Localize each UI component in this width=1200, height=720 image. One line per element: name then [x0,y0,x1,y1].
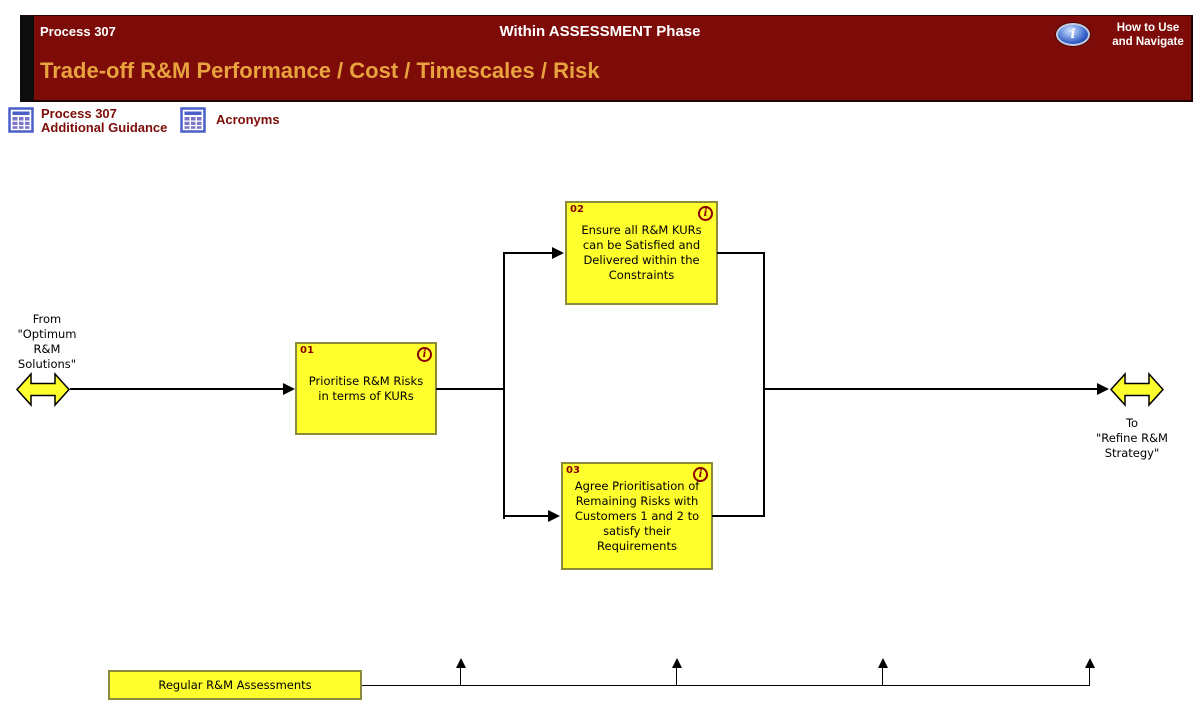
page-title: Trade-off R&M Performance / Cost / Times… [40,58,600,83]
process-box-03[interactable]: 03 i Agree Prioritisation of Remaining R… [561,462,713,570]
arrowhead-icon [283,383,295,395]
assessment-stub [1089,668,1090,685]
table-icon [8,107,34,133]
phase-label: Within ASSESSMENT Phase [499,23,701,40]
assessment-bar[interactable]: Regular R&M Assessments [108,670,362,700]
arrowhead-icon [548,510,560,522]
double-arrow-icon-start[interactable] [16,371,70,408]
connector-line [505,515,549,517]
connector-line [70,388,283,390]
box-text: Prioritise R&M Risks in terms of KURs [308,373,424,403]
acronyms-label: Acronyms [216,112,280,127]
assessment-stub [676,668,677,685]
connector-line [765,388,1098,390]
info-icon[interactable]: i [417,347,432,362]
box-text: Agree Prioritisation of Remaining Risks … [574,478,700,553]
connector-line [712,515,763,517]
box-text: Ensure all R&M KURs can be Satisfied and… [581,223,702,282]
start-label: From "Optimum R&M Solutions" [17,312,77,371]
assessment-stub [882,668,883,685]
arrowhead-up-icon [672,658,682,668]
header-bar [20,15,1193,102]
process-box-01[interactable]: 01 i Prioritise R&M Risks in terms of KU… [295,342,437,435]
help-label: How to Use and Navigate [1112,22,1184,48]
connector-line [505,252,552,254]
info-icon[interactable]: i [698,206,713,221]
box-number: 01 [300,345,314,356]
assessment-line [362,685,1090,686]
acronyms-link[interactable]: Acronyms [180,107,280,133]
additional-guidance-label: Process 307 Additional Guidance [41,106,168,135]
assessment-stub [460,668,461,685]
info-glyph: i [422,349,427,360]
info-icon[interactable]: i [1056,23,1090,46]
info-glyph: i [703,208,708,219]
arrowhead-icon [552,247,564,259]
connector-line [503,252,505,519]
box-number: 02 [570,204,584,215]
end-label: To "Refine R&M Strategy" [1096,416,1168,460]
additional-guidance-link[interactable]: Process 307 Additional Guidance [8,107,167,135]
connector-line [763,252,765,517]
arrowhead-up-icon [878,658,888,668]
assessment-label: Regular R&M Assessments [158,678,312,692]
connector-line [717,252,765,254]
info-glyph: i [698,469,703,480]
process-label: Process 307 [40,24,116,39]
info-icon[interactable]: i [693,467,708,482]
connector-line [436,388,504,390]
table-icon [180,107,206,133]
info-glyph: i [1070,27,1076,42]
arrowhead-icon [1097,383,1109,395]
arrowhead-up-icon [1085,658,1095,668]
help-button[interactable]: i How to Use and Navigate [1050,18,1196,54]
process-box-02[interactable]: 02 i Ensure all R&M KURs can be Satisfie… [565,201,718,305]
arrowhead-up-icon [456,658,466,668]
double-arrow-icon-end[interactable] [1110,371,1164,408]
box-number: 03 [566,465,580,476]
